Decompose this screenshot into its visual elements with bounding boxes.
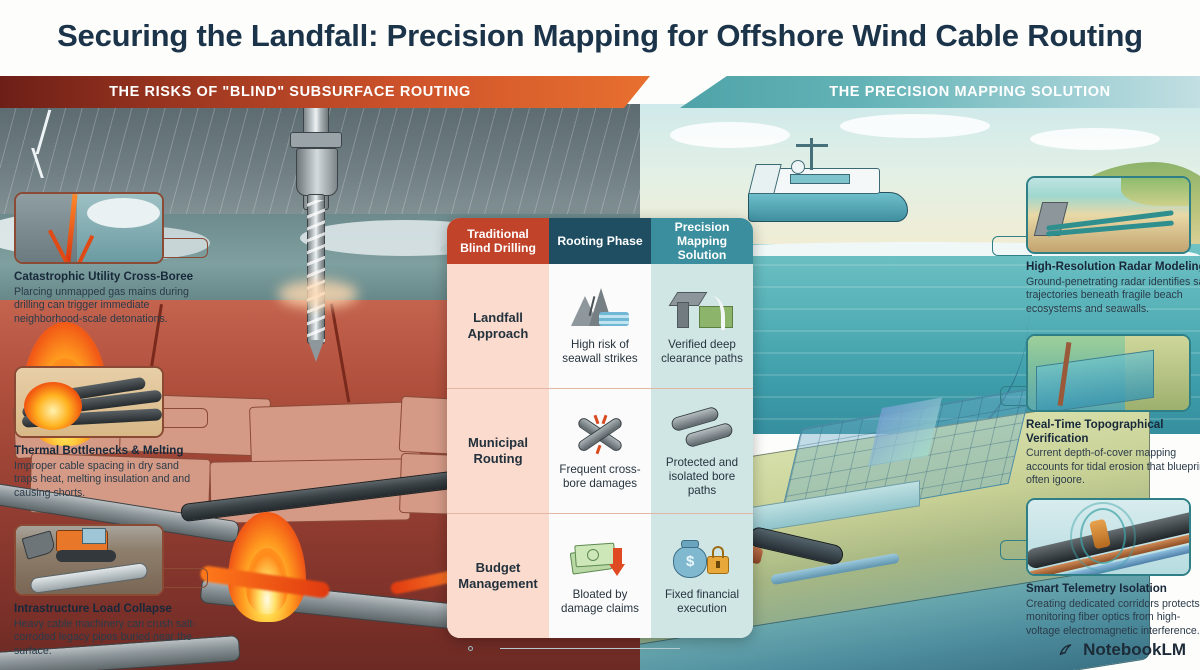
callout-connector [1000, 386, 1032, 406]
solution-banner: THE PRECISION MAPPING SOLUTION [680, 76, 1200, 108]
risk-callout-1: Catastrophic Utility Cross-Boree Plarcin… [14, 192, 202, 326]
circuit-node [468, 646, 473, 651]
cell-phase-municipal: Frequent cross-bore damages [549, 389, 651, 513]
cell-phase-budget-text: Bloated by damage claims [561, 588, 639, 615]
cash-stack-down-arrow-icon [569, 536, 631, 582]
drill-tip-icon [308, 340, 324, 362]
cell-phase-landfall: High risk of seawall strikes [549, 264, 651, 388]
risk-callout-3: Intrastructure Load Collapse Heavy cable… [14, 524, 202, 658]
drill-collar [290, 132, 342, 148]
table-row: Municipal Routing Frequent cross-bore da… [447, 389, 753, 513]
solution-callout-1-title: High-Resolution Radar Modeling [1026, 260, 1200, 273]
money-bag-lock-icon: $ [671, 536, 733, 582]
table-row: Budget Management Bloated by damage clai… [447, 514, 753, 638]
solution-callout-3-body: Creating dedicated corridors protects mo… [1026, 597, 1200, 637]
row-divider [447, 513, 753, 514]
comparison-table: Traditional Blind Drilling Rooting Phase… [447, 218, 753, 638]
cell-phase-budget: Bloated by damage claims [549, 514, 651, 638]
risk-callout-3-body: Heavy cable machinery can crush salt-cor… [14, 617, 196, 657]
solution-callout-2: Real-Time Topographical Verification Cur… [1026, 334, 1200, 488]
topographic-survey-block-icon [1026, 334, 1191, 412]
parallel-intact-pipes-icon [670, 404, 734, 450]
cracked-rock-lava-icon [14, 192, 164, 264]
circuit-trace [500, 648, 680, 649]
vessel-antenna-cross [796, 144, 828, 147]
cell-precision-landfall: Verified deep clearance paths [651, 264, 753, 388]
cell-phase-landfall-text: High risk of seawall strikes [562, 338, 638, 365]
callout-connector [150, 568, 208, 588]
seawall-cliff-waves-icon [569, 286, 631, 332]
cloud [1030, 128, 1160, 150]
solution-callout-3: Smart Telemetry Isolation Creating dedic… [1026, 498, 1200, 638]
notebooklm-logo-icon [1059, 643, 1072, 655]
column-header-precision: Precision Mapping Solution [651, 218, 753, 264]
beach-cross-section-radar-icon [1026, 176, 1191, 254]
risk-banner-label: THE RISKS OF "BLIND" SUBSURFACE ROUTING [109, 84, 471, 100]
solution-callout-1: High-Resolution Radar Modeling Ground-pe… [1026, 176, 1200, 316]
crossed-broken-pipes-icon [569, 411, 631, 457]
risk-callout-2: Thermal Bottlenecks & Melting Improper c… [14, 366, 202, 500]
risk-callout-2-body: Improper cable spacing in dry sand traps… [14, 459, 191, 499]
drill-head [296, 148, 338, 196]
callout-connector [992, 236, 1032, 256]
notebooklm-label: NotebookLM [1083, 640, 1186, 659]
telemetry-cable-em-field-icon [1026, 498, 1191, 576]
row-label-landfall: Landfall Approach [447, 264, 549, 388]
column-header-traditional: Traditional Blind Drilling [447, 218, 549, 264]
cloud [670, 122, 790, 148]
solution-callout-1-body: Ground-penetrating radar identifies safe… [1026, 275, 1200, 315]
drill-threads [307, 200, 325, 342]
vessel-hull [748, 192, 908, 222]
page-title: Securing the Landfall: Precision Mapping… [57, 18, 1143, 53]
callout-connector [1000, 540, 1032, 560]
cell-precision-budget-text: Fixed financial execution [664, 588, 740, 615]
risk-callout-1-body: Plarcing unmapped gas mains during drill… [14, 285, 189, 325]
cell-precision-landfall-text: Verified deep clearance paths [661, 338, 743, 365]
solution-banner-label: THE PRECISION MAPPING SOLUTION [829, 84, 1111, 100]
solution-callout-2-body: Current depth-of-cover mapping accounts … [1026, 447, 1200, 487]
seawall-clear-path-icon [668, 286, 733, 332]
solution-callout-2-title: Real-Time Topographical Verification [1026, 418, 1164, 445]
impact-spark [278, 280, 358, 308]
cloud [840, 114, 990, 138]
risk-callout-3-title: Intrastructure Load Collapse [14, 602, 172, 615]
column-header-phase: Rooting Phase [549, 218, 651, 264]
row-label-municipal: Municipal Routing [447, 389, 549, 513]
notebooklm-watermark: NotebookLM [1058, 640, 1186, 660]
rock-slab [249, 401, 421, 467]
callout-connector [150, 238, 208, 258]
melting-cable-bundle-icon [14, 366, 164, 438]
cell-precision-budget: $ Fixed financial execution [651, 514, 753, 638]
risk-banner: THE RISKS OF "BLIND" SUBSURFACE ROUTING [0, 76, 650, 108]
vessel-mast [810, 138, 813, 170]
row-label-budget: Budget Management [447, 514, 549, 638]
comparison-table-header: Traditional Blind Drilling Rooting Phase… [447, 218, 753, 264]
vessel-radar-dome-icon [791, 160, 805, 174]
callout-connector [150, 408, 208, 428]
excavator-crushed-pipe-icon [14, 524, 164, 596]
risk-callout-1-title: Catastrophic Utility Cross-Boree [14, 270, 194, 283]
cell-precision-municipal: Protected and isolated bore paths [651, 389, 753, 513]
cell-phase-municipal-text: Frequent cross-bore damages [559, 463, 641, 490]
vessel-bridge-windows [790, 174, 850, 184]
row-divider [447, 388, 753, 389]
risk-callout-2-title: Thermal Bottlenecks & Melting [14, 444, 184, 457]
cell-precision-municipal-text: Protected and isolated bore paths [665, 456, 739, 497]
solution-callout-3-title: Smart Telemetry Isolation [1026, 582, 1167, 595]
table-row: Landfall Approach High risk of seawall s… [447, 264, 753, 388]
